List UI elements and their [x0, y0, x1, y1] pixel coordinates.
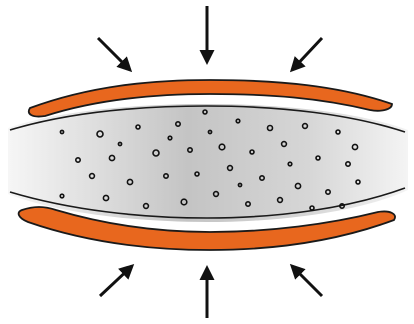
arrow-up-left-icon	[292, 266, 322, 296]
arrow-down-right-icon	[98, 38, 130, 70]
arrow-up-right-icon	[100, 266, 132, 296]
arrow-down-left-icon	[292, 38, 322, 70]
